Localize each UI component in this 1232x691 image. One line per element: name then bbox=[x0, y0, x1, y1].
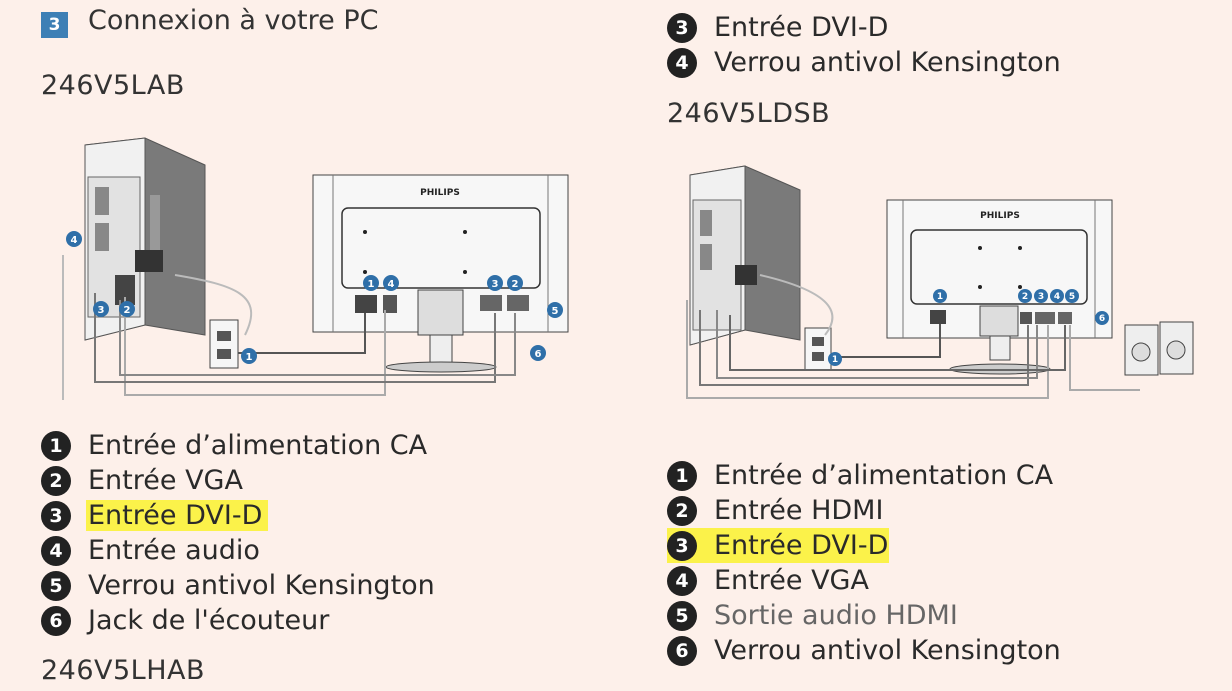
step-number-badge: 3 bbox=[41, 12, 68, 38]
diagram-marker: 2 bbox=[1022, 292, 1028, 302]
connection-diagram-246v5lab: PHILIPS 4 1 3 2 1 4 3 2 5 6 bbox=[62, 137, 569, 400]
diagram-marker: 4 bbox=[388, 279, 395, 290]
model-name-246v5ldsb: 246V5LDSB bbox=[667, 98, 831, 129]
diagram-marker: 6 bbox=[535, 349, 542, 360]
diagram-marker: 1 bbox=[937, 292, 943, 302]
diagram-marker: 3 bbox=[1038, 292, 1044, 302]
wall-outlet-icon bbox=[804, 327, 832, 371]
diagram-marker: 2 bbox=[124, 305, 131, 316]
wall-outlet-icon bbox=[209, 319, 239, 369]
diagram-marker: 5 bbox=[552, 306, 559, 317]
pc-power-socket-icon bbox=[135, 250, 163, 272]
diagram-marker: 4 bbox=[71, 235, 78, 246]
diagram-marker: 3 bbox=[492, 279, 499, 290]
diagram-marker: 1 bbox=[368, 279, 375, 290]
diagram-marker: 5 bbox=[1069, 292, 1075, 302]
model-name-246v5lhab: 246V5LHAB bbox=[41, 655, 206, 686]
monitor-brand-label: PHILIPS bbox=[420, 188, 460, 198]
monitor-brand-label: PHILIPS bbox=[980, 211, 1020, 221]
diagram-marker: 6 bbox=[1099, 314, 1105, 324]
section-title: Connexion à votre PC bbox=[88, 5, 379, 36]
diagram-marker: 3 bbox=[98, 305, 105, 316]
diagram-marker: 4 bbox=[1054, 292, 1060, 302]
pc-power-socket-icon bbox=[735, 265, 757, 285]
diagram-marker: 1 bbox=[246, 352, 253, 363]
diagram-marker: 1 bbox=[832, 355, 838, 365]
model-name-246v5lab: 246V5LAB bbox=[41, 70, 185, 101]
diagram-marker: 2 bbox=[512, 279, 519, 290]
connection-diagram-246v5ldsb: PHILIPS 1 2 3 4 5 6 1 bbox=[686, 165, 1194, 399]
